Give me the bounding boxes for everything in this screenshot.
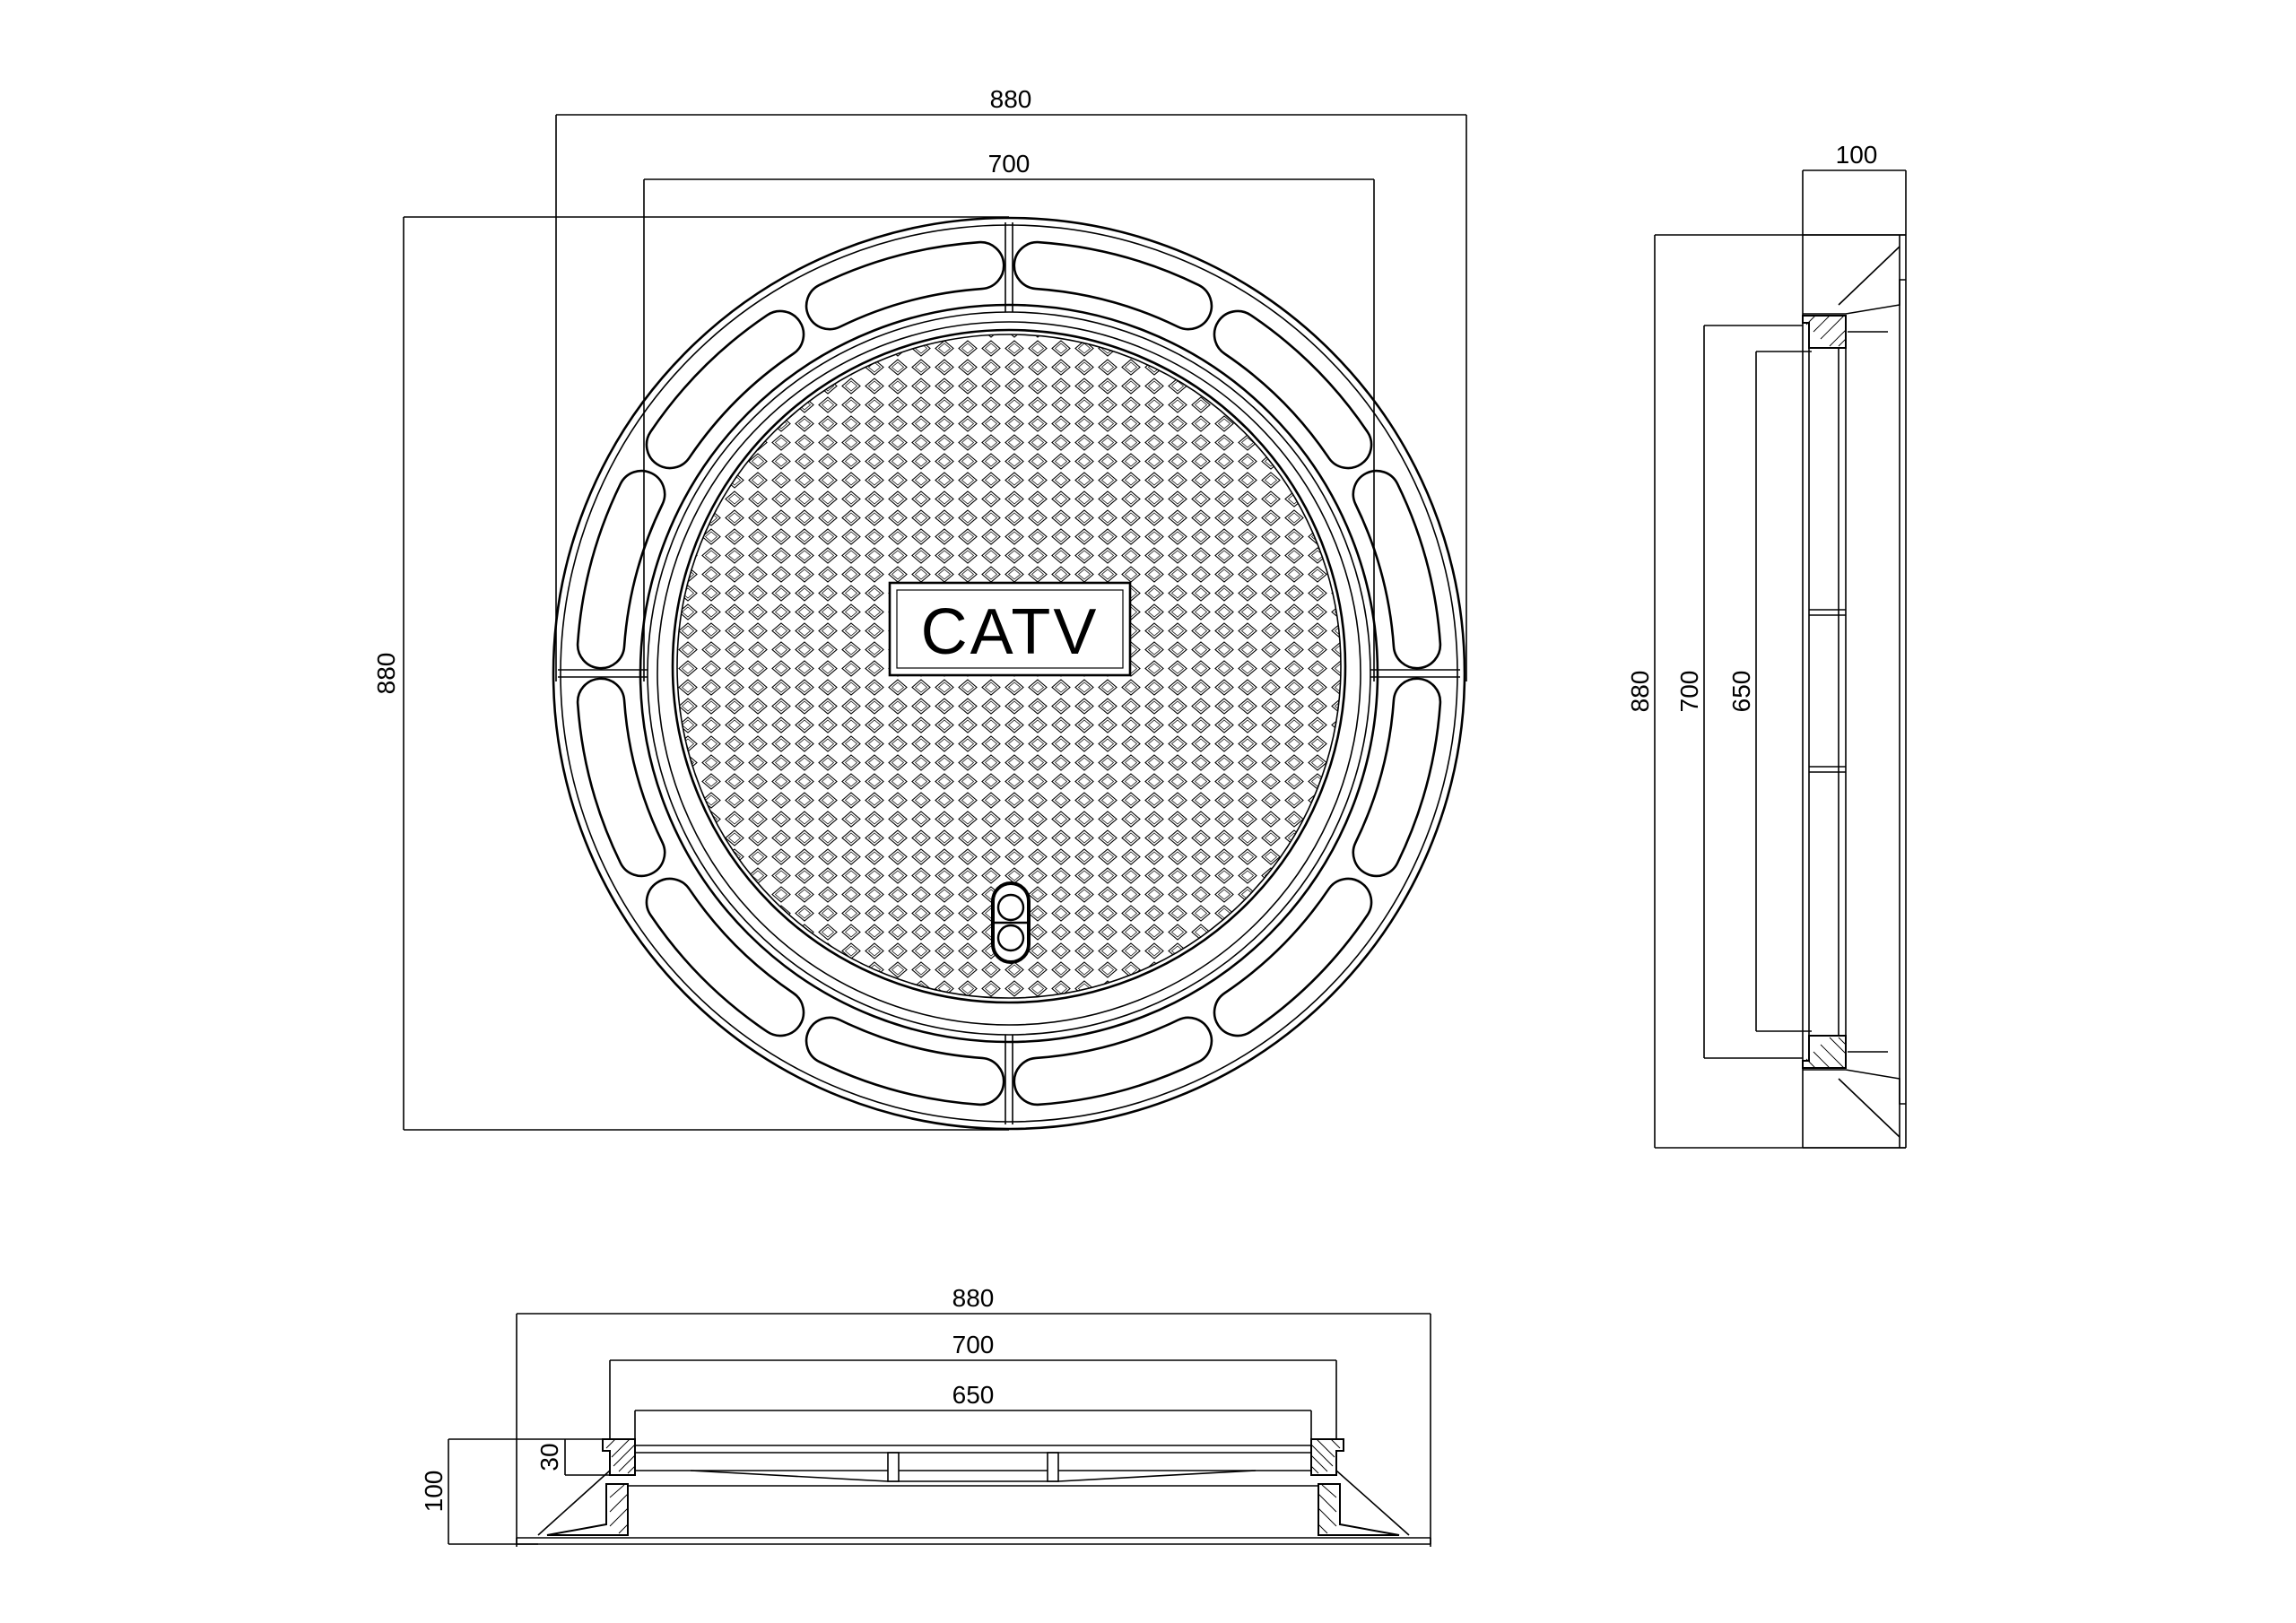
top-view: 880 700 880: [372, 85, 1467, 1131]
section-view-dimensions: 880 700 650 100 30: [420, 1284, 1431, 1547]
dim-side-650: 650: [1727, 671, 1755, 713]
side-view: 100 880 700 650: [1626, 141, 1907, 1149]
frame-ribs: [558, 222, 1460, 1124]
dim-section-700: 700: [952, 1331, 995, 1358]
side-flange-sections: [1802, 315, 1847, 1069]
dim-side-880: 880: [1626, 671, 1654, 713]
section-hatched-parts: [546, 1438, 1400, 1536]
lifting-keyhole: [991, 881, 1031, 964]
dim-section-880: 880: [952, 1284, 995, 1312]
cover-edge: [671, 328, 1347, 1004]
frame-slot: [1213, 309, 1373, 470]
frame-slot: [1213, 877, 1373, 1037]
dim-section-650: 650: [952, 1381, 995, 1409]
frame-slot: [645, 309, 805, 470]
frame-slot: [576, 677, 666, 878]
dim-side-depth-100: 100: [1836, 141, 1878, 169]
dim-top-height-880: 880: [372, 653, 400, 695]
top-view-dimensions: 880 700 880: [372, 85, 1467, 1131]
cover-label-text: CATV: [921, 596, 1100, 668]
dim-side-700: 700: [1675, 671, 1703, 713]
frame-outer-ring: [552, 216, 1466, 1131]
dim-section-height-100: 100: [420, 1471, 448, 1513]
side-view-dimensions: 100 880 700 650: [1626, 141, 1907, 1149]
dim-top-width-880: 880: [990, 85, 1032, 113]
frame-slot: [1352, 677, 1442, 878]
frame-slot: [1013, 240, 1213, 331]
frame-slot: [1013, 1016, 1213, 1107]
dim-section-cover-30: 30: [535, 1443, 563, 1471]
frame-slot: [1352, 469, 1442, 670]
frame-slot: [804, 1016, 1005, 1107]
frame-slots: [576, 240, 1442, 1107]
section-view: 880 700 650 100 30: [420, 1284, 1431, 1547]
frame-slot: [645, 877, 805, 1037]
dim-top-width-700: 700: [988, 150, 1031, 178]
frame-slot: [804, 240, 1005, 331]
frame-slot: [576, 469, 666, 670]
cover-label-box: [888, 581, 1132, 677]
section-profile: [516, 1445, 1431, 1545]
side-profile: [1802, 234, 1907, 1149]
